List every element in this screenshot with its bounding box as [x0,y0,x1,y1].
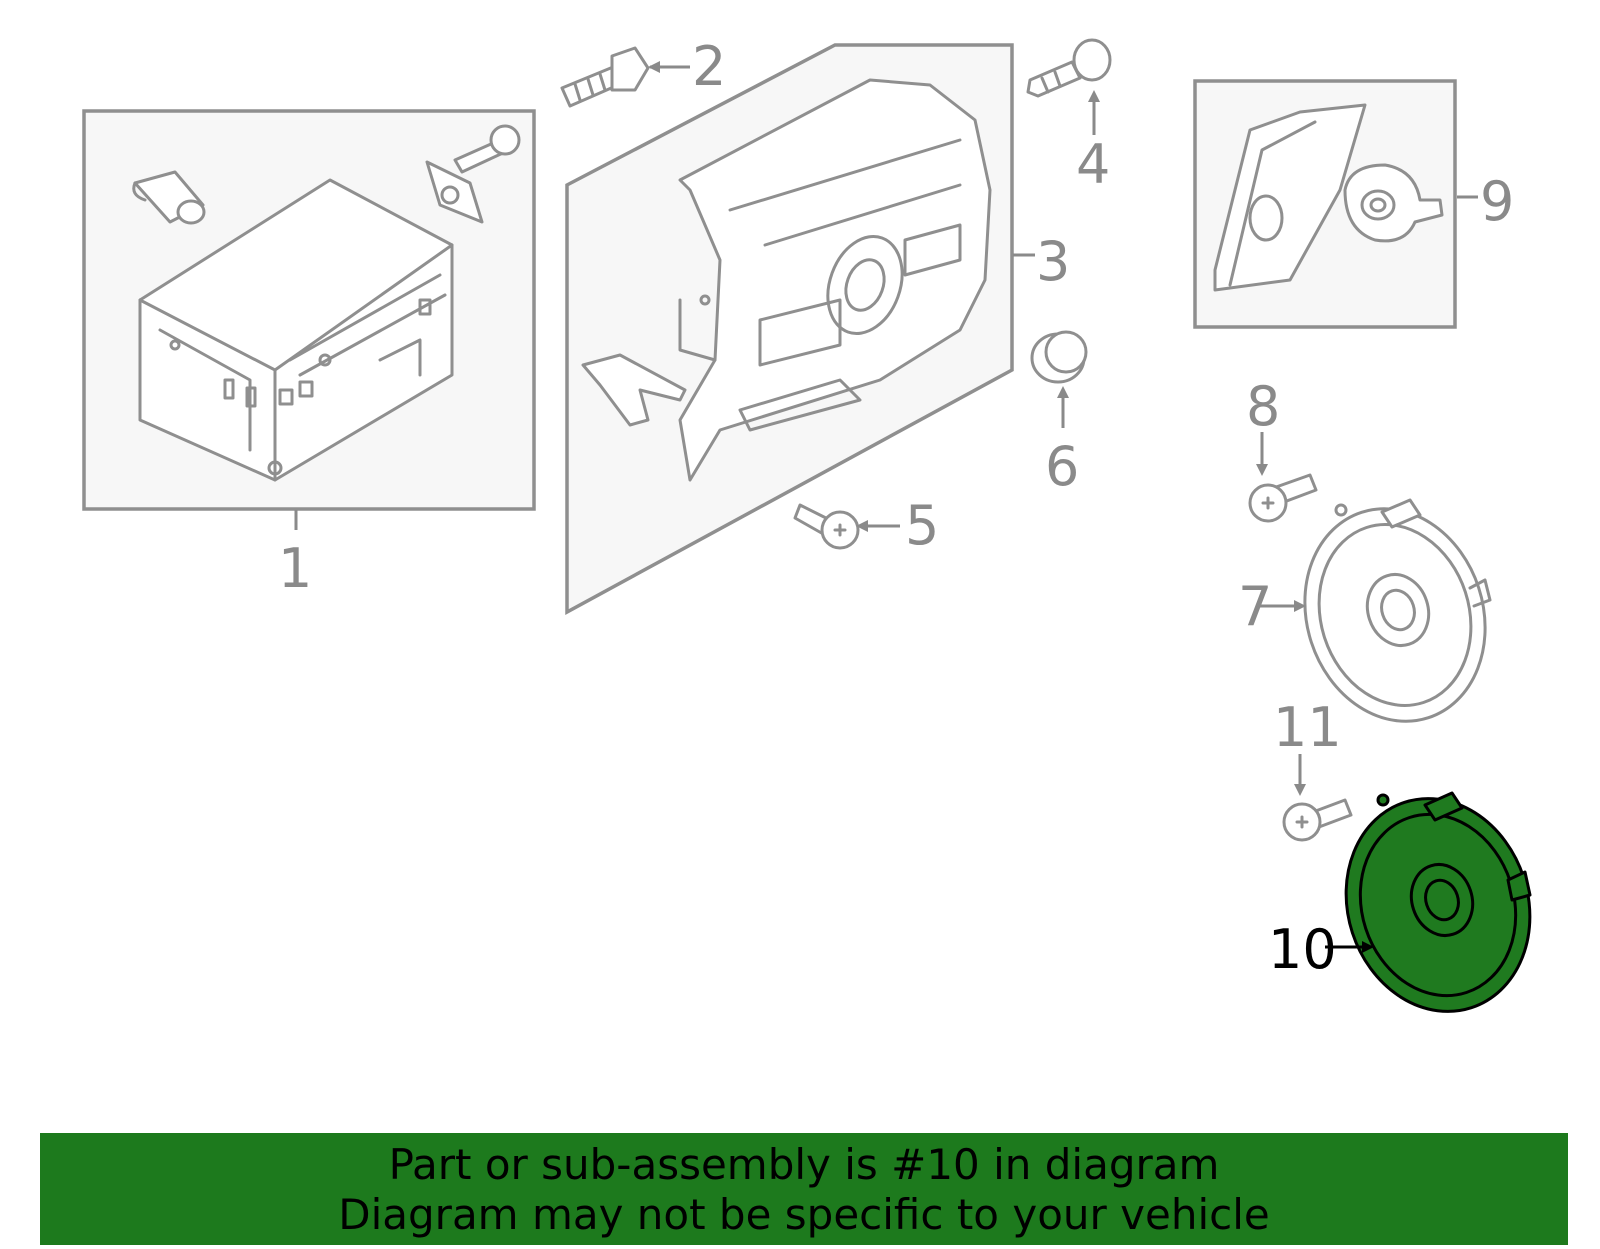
banner-line-1: Part or sub-assembly is #10 in diagram [388,1140,1220,1189]
part-3-control-panel[interactable] [565,43,1014,615]
part-4-screw[interactable] [1026,38,1112,98]
callout-2: 2 [692,35,726,98]
callout-7: 7 [1238,575,1272,638]
callout-11: 11 [1273,696,1342,759]
part-5-screw[interactable] [793,503,860,550]
callout-8: 8 [1246,375,1280,438]
callout-4: 4 [1076,133,1110,196]
callout-10: 10 [1268,918,1337,981]
callout-5: 5 [905,494,939,557]
part-9-tweeter-assembly[interactable] [1193,79,1457,329]
part-8-screw[interactable] [1248,473,1318,523]
part-6-cap[interactable] [1030,330,1088,384]
part-10-speaker-highlighted[interactable] [1319,774,1557,1035]
callout-1: 1 [278,537,312,600]
part-2-bolt[interactable] [560,46,650,108]
part-11-screw[interactable] [1282,798,1353,842]
info-banner: Part or sub-assembly is #10 in diagram D… [40,1133,1568,1245]
part-7-speaker[interactable] [1278,485,1512,745]
part-1-radio-receiver[interactable] [82,109,536,511]
callout-9: 9 [1480,170,1514,233]
banner-line-2: Diagram may not be specific to your vehi… [338,1190,1270,1239]
callout-3: 3 [1036,230,1070,293]
callout-6: 6 [1045,435,1079,498]
